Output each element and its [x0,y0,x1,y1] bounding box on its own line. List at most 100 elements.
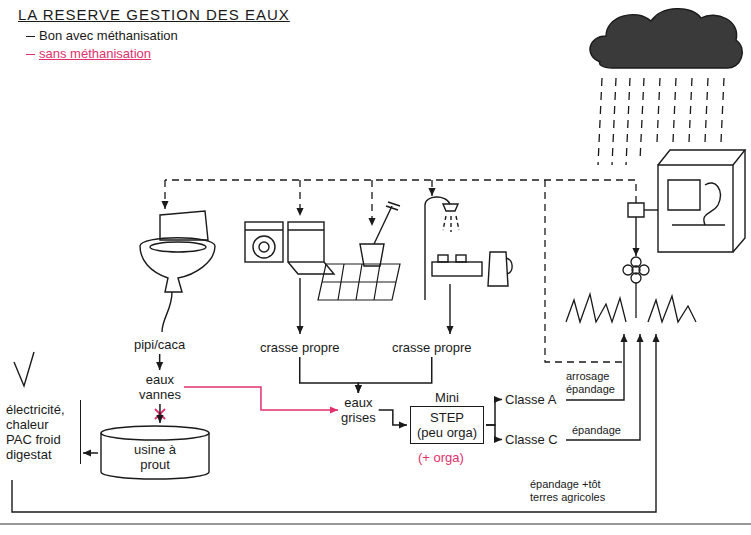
greywater-arrows [299,278,300,334]
node-text: Classe A [505,392,556,407]
rainwater-dashed-lines [371,180,372,226]
rain-drops [598,78,724,165]
shower-and-basin [425,197,450,300]
reuse-lines [12,334,656,512]
shower-and-basin [432,262,482,276]
output-bracket: électricité, chaleur PAC froid digestat [4,400,81,464]
rain-cistern [672,224,725,225]
flow-arrow [184,387,338,410]
legend-text: Bon avec méthanisation [39,28,178,43]
rain-drops [640,78,644,160]
plants [631,257,641,267]
rain-cloud [590,9,742,69]
rain-drops [705,78,708,142]
node-text: eaux vannes [139,372,181,402]
flow-arrow [83,452,98,454]
shower-and-basin [488,252,508,286]
rainwater-dashed-lines [165,180,636,203]
bucket-and-broom [374,206,392,244]
rain-cistern [668,180,700,210]
rain-drops [612,78,616,165]
shower-and-basin [438,255,448,262]
flow-arrow [379,410,407,425]
shower-and-basin [506,258,512,274]
note-label: (+ orga) [418,450,464,465]
flow-arrow [486,425,502,440]
flow-arrow [159,404,161,423]
node-text: électricité, chaleur PAC froid digestat [6,402,74,462]
page-rule [0,523,751,524]
rain-cistern [704,183,721,225]
flow-label: arrosage épandage [566,370,618,396]
greywater-arrows [449,284,450,334]
rainwater-dashed-lines [165,180,636,362]
rainwater-dashed-lines [545,180,624,362]
node-text: crasse propre [260,340,339,355]
rain-drops [657,78,660,142]
flow-text: eaux grises [341,395,376,425]
tank-outline [101,426,209,440]
rain-drops [598,78,602,165]
shower-and-basin [425,197,512,300]
flow-text: pipi/caca [134,337,185,352]
node-text: pipi/caca [134,337,185,352]
legend-text: sans méthanisation [39,46,151,61]
plants [631,273,641,283]
plants [566,294,696,322]
flow-text: crasse propre [392,340,471,355]
reuse-lines [566,334,640,440]
check-mark [14,352,34,386]
rain-drops [626,78,630,165]
legend-row: sans méthanisation [26,46,151,62]
flow-text: crasse propre [260,340,339,355]
check-mark [14,352,34,386]
shower-and-basin [443,216,459,232]
flow-arrow [486,400,502,426]
rainwater-dashed-lines [431,180,432,196]
flow-text: Classe A [505,392,556,407]
dishwasher [288,229,324,230]
treatment-box: MiniSTEP (peu orga) [410,390,484,444]
washing-machine [245,229,283,230]
node-text: STEP (peu orga) [410,406,484,444]
cistern-pipe [628,203,644,217]
toilet [160,211,208,240]
dishwasher [288,222,324,262]
flow-arrow [358,357,431,393]
cistern-pipe [628,203,658,256]
rainwater-dashed-lines [299,180,300,216]
node-text: usine à prout [127,442,183,472]
greywater-arrows [300,278,450,334]
dishwasher [288,222,334,274]
rain-cistern [733,150,745,252]
rain-cistern [658,165,733,252]
reuse-lines [12,334,656,512]
rain-cloud [590,9,742,69]
reuse-lines [566,334,624,400]
shower-and-basin [443,204,458,211]
legend-sample [26,36,35,37]
shower-and-basin [456,255,466,262]
tiled-floor [338,264,380,300]
toilet [140,238,215,292]
node-text: crasse propre [392,340,471,355]
bucket-and-broom [360,244,384,266]
flow-arrow [300,357,359,393]
node-text: eaux grises [341,395,376,425]
flow-text: Classe C [505,432,558,447]
rain-drops [673,78,676,142]
digester-tank: usine à prout [100,425,210,481]
plants [639,265,649,275]
rain-drops [689,78,692,142]
plants [623,265,633,275]
washing-machine [245,222,283,262]
bucket-and-broom [386,202,400,210]
cistern-pipe [644,209,658,210]
node-text: Classe C [505,432,558,447]
box-heading: Mini [410,390,484,405]
toilet [140,211,215,332]
sketch-title: LA RESERVE GESTION DES EAUX [18,6,290,24]
